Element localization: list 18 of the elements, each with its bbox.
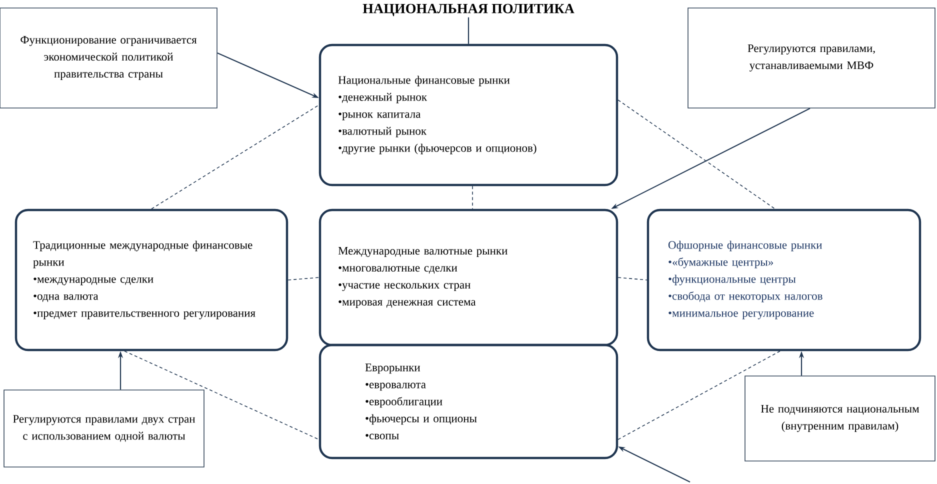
- market-box: Традиционные международные финансовые рынки •международные сделки •одна валюта •предмет правительственного регулирования: [14, 208, 288, 352]
- dashed-line: [288, 277, 320, 280]
- note-box: Функционирование ограничивается экономической политикой правительства страны: [0, 8, 218, 108]
- note-box: Регулируются правилами двух стран с использованием одной валюты: [4, 390, 204, 468]
- market-box: Международные валютные рынки •многовалютные сделки •участие нескольких стран •мировая денежная система: [318, 208, 618, 346]
- note-box: Не подчиняются национальным (внутренним правилам): [744, 376, 936, 462]
- dashed-line: [151, 104, 320, 210]
- dashed-line: [618, 100, 776, 210]
- note-box: Регулируются правилами, устанавливаемыми МВФ: [688, 8, 936, 108]
- dashed-line: [618, 350, 780, 440]
- dashed-line: [472, 186, 473, 210]
- market-box: Еврорынки •евровалюта •еврооблигации •фьючерсы и опционы •свопы: [318, 344, 618, 460]
- connector-line: [468, 17, 470, 44]
- market-box: Национальные финансовые рынки •денежный рынок •рынок капитала •валютный рынок •другие рынки (фьючерсов и опционов): [318, 44, 618, 186]
- title-text: НАЦИОНАЛЬНАЯ ПОЛИТИКА: [362, 4, 574, 16]
- dashed-line: [618, 277, 648, 280]
- dashed-line: [124, 350, 320, 440]
- market-box: Офшорные финансовые рынки •«бумажные центры» •функциональные центры •свобода от некоторых налогов •минимальное регулирование: [646, 208, 922, 352]
